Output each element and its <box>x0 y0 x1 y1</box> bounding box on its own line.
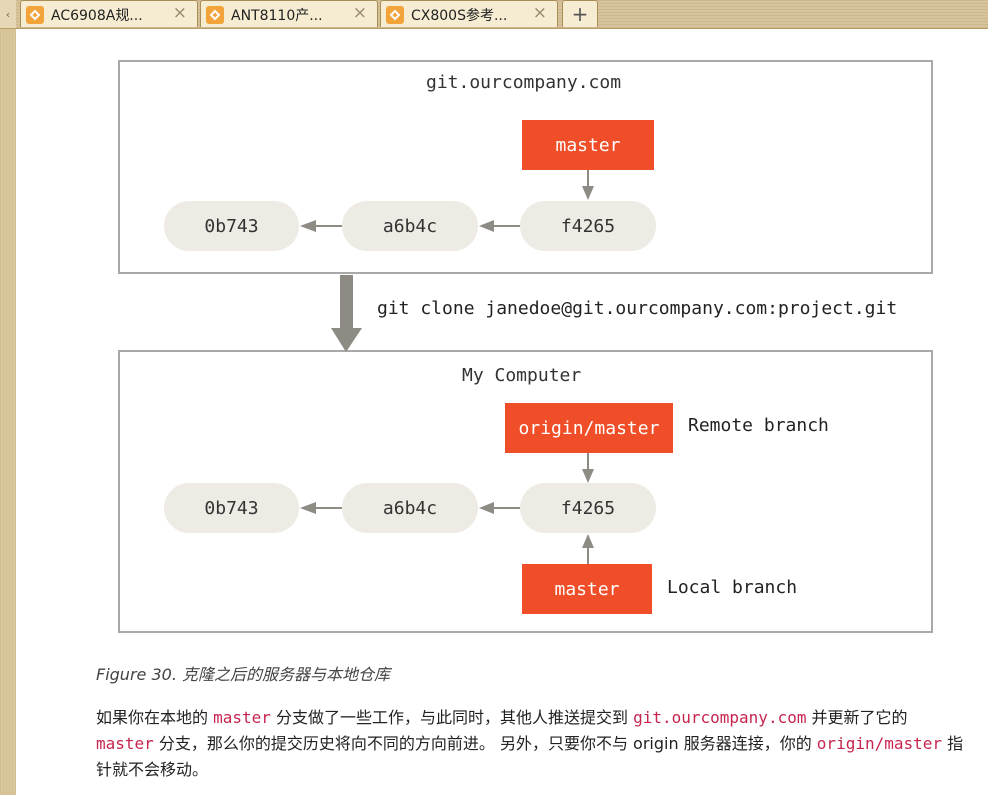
close-icon[interactable]: × <box>172 3 187 23</box>
code-server: git.ourcompany.com <box>633 708 807 727</box>
local-commit-a6b4c: a6b4c <box>342 483 478 533</box>
new-tab-button[interactable]: + <box>562 0 598 27</box>
page-icon <box>26 6 44 24</box>
page-icon <box>206 6 224 24</box>
code-master: master <box>213 708 271 727</box>
local-commit-f4265: f4265 <box>520 483 656 533</box>
paragraph-text: 如果你在本地的 <box>96 708 214 727</box>
local-master-ref: master <box>522 564 652 614</box>
body-paragraph: 如果你在本地的 master 分支做了一些工作，与此同时，其他人推送提交到 gi… <box>96 705 966 783</box>
server-master-ref: master <box>522 120 654 170</box>
close-icon[interactable]: × <box>532 3 547 23</box>
local-branch-label: Local branch <box>667 577 798 598</box>
tab-title: AC6908A规... <box>51 8 143 24</box>
tab-title: ANT8110产... <box>231 8 323 24</box>
paragraph-text: 指针就不会移动。 <box>96 734 964 779</box>
server-commit-0b743: 0b743 <box>164 201 299 251</box>
code-origin-master: origin/master <box>816 734 943 753</box>
tab-2[interactable]: ANT8110产... × <box>200 0 378 27</box>
paragraph-text: 分支，那么你的提交历史将向不同的方向前进。 另外，只要你不与 origin 服务… <box>153 734 817 753</box>
plus-icon: + <box>571 2 589 26</box>
figure-caption: Figure 30. 克隆之后的服务器与本地仓库 <box>96 665 390 684</box>
chevron-left-icon: ‹ <box>5 7 11 21</box>
clone-command: git clone janedoe@git.ourcompany.com:pro… <box>377 298 898 319</box>
tab-scroll-left-button[interactable]: ‹ <box>0 0 16 28</box>
tab-title: CX800S参考... <box>411 8 508 24</box>
tab-1[interactable]: AC6908A规... × <box>20 0 198 27</box>
server-commit-f4265: f4265 <box>520 201 656 251</box>
paragraph-text: 并更新了它的 <box>806 708 908 727</box>
local-title: My Computer <box>462 365 582 386</box>
code-master: master <box>96 734 154 753</box>
page-icon <box>386 6 404 24</box>
close-icon[interactable]: × <box>352 3 367 23</box>
tab-3[interactable]: CX800S参考... × <box>380 0 558 27</box>
page-side-strip <box>0 29 16 795</box>
tab-strip: ‹ AC6908A规... × ANT8110产... × CX800S参考..… <box>0 0 988 29</box>
remote-branch-label: Remote branch <box>688 415 829 436</box>
local-commit-0b743: 0b743 <box>164 483 299 533</box>
server-title: git.ourcompany.com <box>426 72 622 93</box>
clone-arrowhead <box>331 328 362 352</box>
paragraph-text: 分支做了一些工作，与此同时，其他人推送提交到 <box>270 708 634 727</box>
origin-master-ref: origin/master <box>505 403 673 453</box>
server-commit-a6b4c: a6b4c <box>342 201 478 251</box>
clone-arrow-shaft <box>340 275 353 330</box>
